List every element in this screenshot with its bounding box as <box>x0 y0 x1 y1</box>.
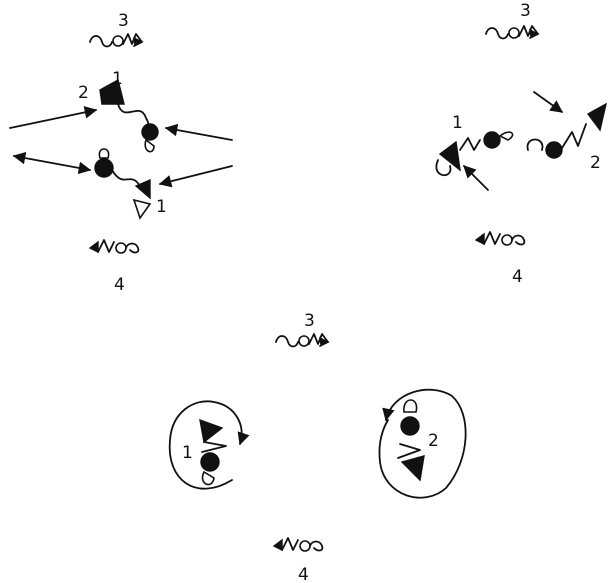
label-3: 3 <box>118 11 129 31</box>
disk-2 <box>400 416 420 436</box>
ring-1 <box>168 400 250 490</box>
loop-1 <box>435 159 452 176</box>
ring-2 <box>378 388 467 499</box>
curl-2 <box>526 138 544 151</box>
disk-2 <box>94 158 114 178</box>
zigzag-1 <box>459 137 481 151</box>
zigzag-1 <box>201 441 227 453</box>
label-2: 2 <box>78 83 89 103</box>
triangle-1 <box>99 78 125 105</box>
molecule-3 <box>275 333 329 348</box>
label-3: 3 <box>520 1 531 21</box>
label-1: 1 <box>452 113 463 133</box>
disk-1 <box>200 452 220 472</box>
molecule-3 <box>89 33 143 48</box>
triangle-2 <box>134 178 151 200</box>
arrow-1 <box>463 165 489 191</box>
arrow-right-1 <box>164 123 233 141</box>
disk-1 <box>141 123 159 141</box>
panel-3: 3 1 2 4 <box>168 311 467 583</box>
tail-1 <box>144 138 155 153</box>
disk-2 <box>545 141 563 159</box>
panel-1: 3 2 1 1 4 <box>9 11 233 295</box>
label-4: 4 <box>512 267 523 287</box>
molecule-4 <box>89 239 140 254</box>
arrow-2 <box>533 91 564 113</box>
molecule-4 <box>475 231 526 246</box>
zigzag-2 <box>397 443 421 459</box>
label-2: 2 <box>428 431 439 451</box>
tail-2 <box>403 399 418 413</box>
arrow-left-2 <box>12 151 92 175</box>
molecule-4 <box>273 537 324 552</box>
molecule-3 <box>485 25 539 40</box>
triangle-2 <box>586 102 608 132</box>
label-4: 4 <box>298 565 309 583</box>
label-2: 2 <box>590 153 601 173</box>
label-4: 4 <box>114 275 125 295</box>
label-1: 1 <box>112 69 123 89</box>
disk-1 <box>483 131 501 149</box>
zigzag-2 <box>561 123 587 149</box>
panel-2: 3 1 2 4 <box>435 1 608 287</box>
triangle-2b <box>132 198 152 220</box>
arrow-left-1 <box>9 106 98 129</box>
triangle-1 <box>438 140 461 172</box>
tail-1 <box>201 470 215 486</box>
triangle-2 <box>400 455 425 482</box>
tail-1 <box>498 131 514 141</box>
tail-2 <box>98 148 110 159</box>
tether-2 <box>111 169 141 187</box>
triangle-1 <box>199 418 224 444</box>
label-3: 3 <box>304 311 315 331</box>
label-1b: 1 <box>156 197 167 217</box>
arrow-right-2 <box>158 165 233 188</box>
label-1: 1 <box>182 443 193 463</box>
